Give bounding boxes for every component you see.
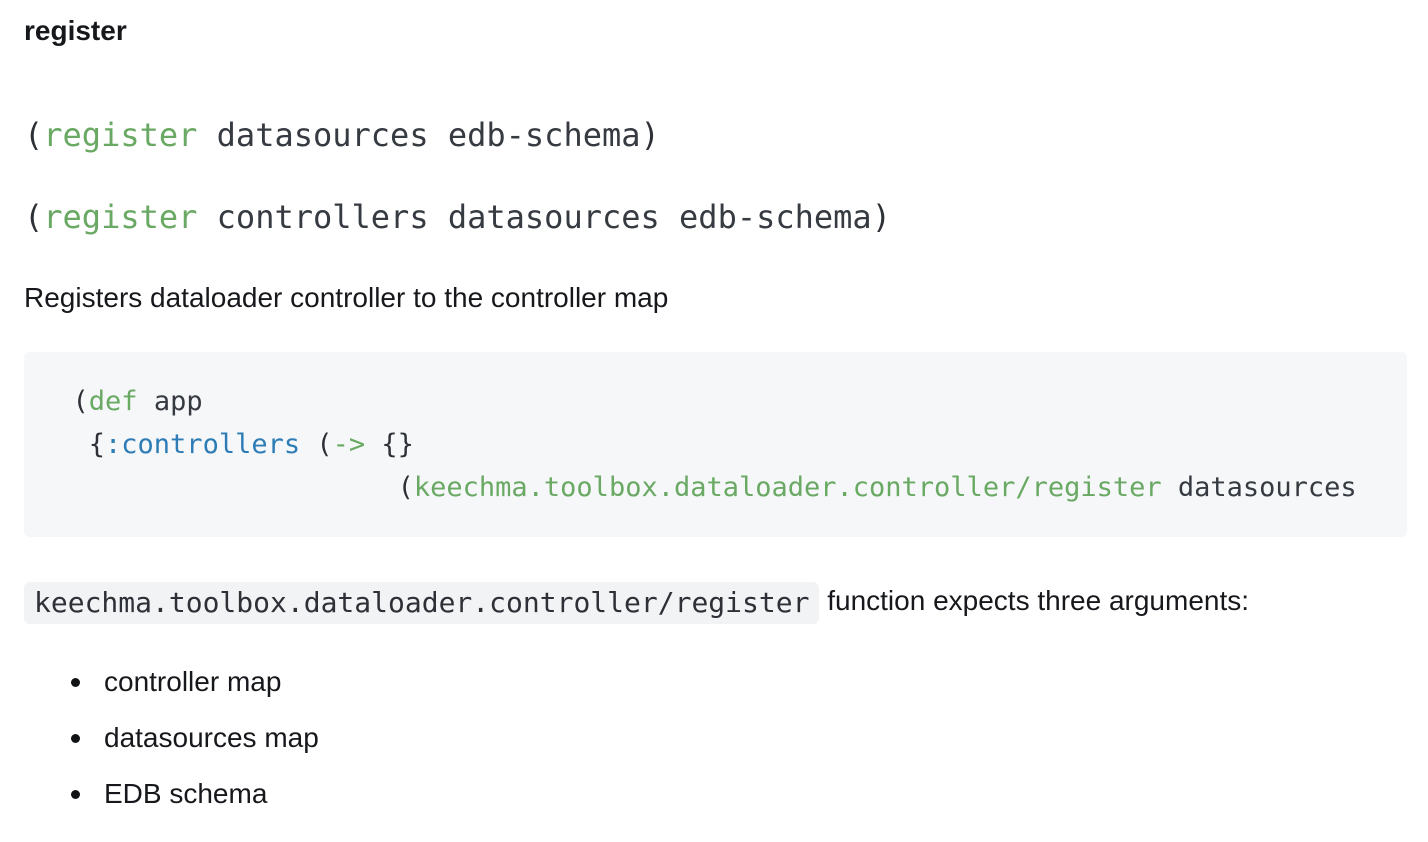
documentation-page: register (register datasources edb-schem… bbox=[0, 14, 1428, 811]
code-line-2: {:controllers (-> {} bbox=[40, 429, 414, 460]
code-block[interactable]: (def app {:controllers (-> {} (keechma.t… bbox=[24, 352, 1407, 537]
code-line-3: (keechma.toolbox.dataloader.controller/r… bbox=[40, 472, 1357, 503]
description-text: Registers dataloader controller to the c… bbox=[24, 282, 669, 313]
list-item-label: controller map bbox=[104, 665, 282, 697]
page-title: register bbox=[24, 15, 127, 46]
list-item-label: datasources map bbox=[104, 721, 319, 753]
usage-code-line-2: (register controllers datasources edb-sc… bbox=[24, 198, 891, 236]
inline-code: keechma.toolbox.dataloader.controller/re… bbox=[24, 581, 820, 624]
bullet-icon bbox=[71, 677, 80, 687]
usage-code-line-1: (register datasources edb-schema) bbox=[24, 116, 660, 154]
bullet-icon bbox=[71, 733, 80, 743]
arguments-intro: keechma.toolbox.dataloader.controller/re… bbox=[24, 580, 1407, 624]
arguments-list: controller map datasources map EDB schem… bbox=[24, 665, 1407, 811]
list-item: controller map bbox=[24, 665, 1407, 699]
list-item-label: EDB schema bbox=[104, 777, 268, 809]
list-item: EDB schema bbox=[24, 777, 1407, 811]
list-item: datasources map bbox=[24, 721, 1407, 755]
bullet-icon bbox=[71, 789, 80, 799]
arguments-intro-text: function expects three arguments: bbox=[819, 585, 1250, 616]
code-line-1: (def app bbox=[40, 386, 203, 417]
